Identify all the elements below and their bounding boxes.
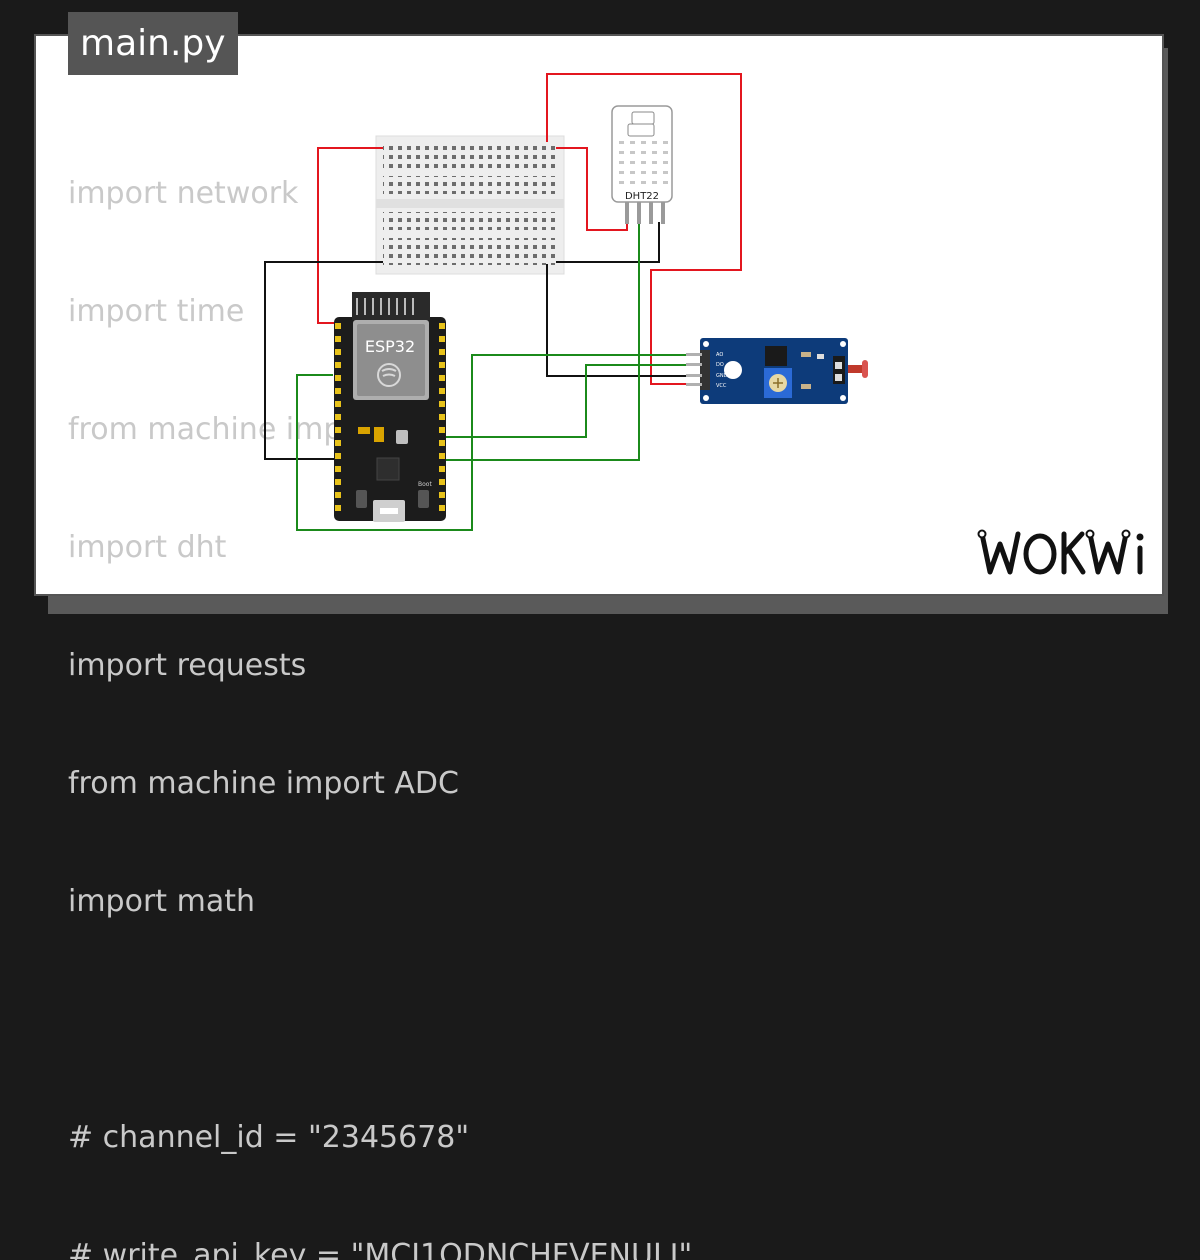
- code-line: from machine import ADC: [68, 766, 459, 801]
- red-wire: [546, 73, 742, 385]
- red-wire: [317, 147, 383, 324]
- code-line: import dht: [68, 530, 227, 565]
- black-wire: [264, 261, 383, 460]
- preview-card: [34, 34, 1164, 596]
- code-line: import requests: [68, 648, 307, 683]
- code-line: import network: [68, 176, 299, 211]
- breadboard[interactable]: [375, 135, 565, 275]
- esp32-label: ESP32: [365, 337, 415, 356]
- pin-label-do: DO: [716, 362, 724, 368]
- boot-label: Boot: [418, 481, 432, 488]
- ldr-sensor-module[interactable]: AO DO GND VCC: [686, 338, 868, 404]
- pin-label-gnd: GND: [716, 373, 728, 379]
- wokwi-logo: [977, 529, 1144, 575]
- green-wire: [443, 222, 640, 461]
- dht22-sensor[interactable]: DHT22: [611, 105, 673, 224]
- green-wire: [296, 354, 686, 531]
- green-wire: [443, 364, 686, 438]
- code-line: import time: [68, 294, 245, 329]
- code-line: import math: [68, 884, 255, 919]
- wires: [264, 73, 742, 531]
- code-line: # write_api_key = "MCI1ODNCHFVENULJ": [68, 1238, 693, 1260]
- esp32-board[interactable]: ESP32 Boot: [334, 292, 446, 522]
- pin-label-ao: AO: [716, 352, 723, 358]
- red-wire: [556, 147, 628, 231]
- code-line: # channel_id = "2345678": [68, 1120, 470, 1155]
- black-wire: [556, 222, 660, 263]
- code-line: [68, 996, 692, 1044]
- circuit-diagram: DHT22 ESP32 Boot: [264, 73, 868, 531]
- black-wire: [546, 264, 686, 377]
- dht22-label: DHT22: [625, 191, 659, 202]
- pin-label-vcc: VCC: [716, 383, 727, 389]
- filename-tab[interactable]: main.py: [68, 12, 238, 75]
